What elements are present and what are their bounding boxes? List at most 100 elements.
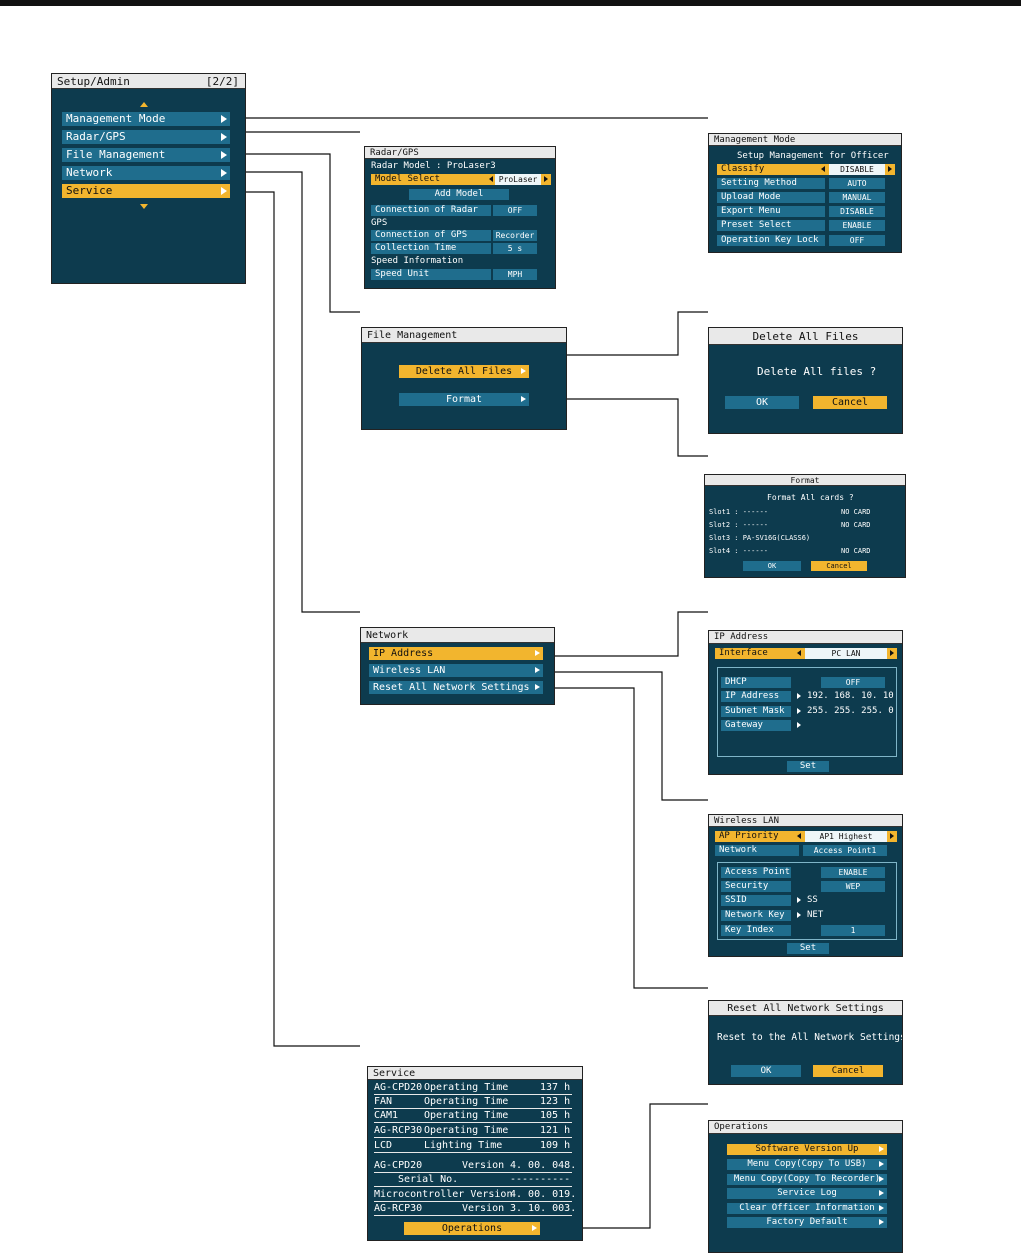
ok-button[interactable]: OK [743,561,801,571]
scroll-down-icon[interactable] [140,204,148,209]
dialog-title: Delete All Files [709,328,902,345]
svc-row-a: AG-RCP30 [374,1125,423,1136]
arrow-right-icon [797,708,801,714]
mgmt-value-export-menu: DISABLE [829,206,885,217]
ok-button[interactable]: OK [731,1065,801,1077]
mgmt-value-classify: DISABLE [829,164,885,175]
add-model-button[interactable]: Add Model [409,189,509,200]
network-label[interactable]: Network [715,845,799,856]
mgmt-row-operation-key-lock[interactable]: Operation Key Lock [717,235,825,246]
chevron-right-icon [221,151,227,159]
mgmt-row-setting-method[interactable]: Setting Method [717,178,825,189]
menu-copy-recorder-button[interactable]: Menu Copy(Copy To Recorder) [727,1174,887,1185]
software-version-up-button[interactable]: Software Version Up [727,1144,887,1155]
line-network [230,171,360,613]
ssid-label[interactable]: SSID [721,895,791,906]
svc-row-value: 123 h [540,1096,571,1107]
arrow-right-icon[interactable] [541,174,550,185]
scroll-up-icon[interactable] [140,102,148,107]
format-dialog: Format Format All cards ? Slot1 : ------… [704,474,906,578]
micro-version-label: Microcontroller Version [374,1189,513,1200]
delete-all-files-dialog: Delete All Files Delete All files ? OK C… [708,327,903,434]
menu-ip-address[interactable]: IP Address [369,647,543,660]
dialog-title: Reset All Network Settings [709,1001,902,1016]
slot3-label: Slot3 : PA-SV16G(CLASS6) [709,534,811,542]
arrow-left-icon[interactable] [797,650,801,656]
model-select-row[interactable]: Model Select [371,174,551,185]
mgmt-row-preset-select[interactable]: Preset Select [717,220,825,231]
cancel-button[interactable]: Cancel [811,561,867,571]
gps-heading: GPS [371,218,388,228]
svc-row-value: 121 h [540,1125,571,1136]
set-button[interactable]: Set [787,943,829,954]
underline [374,1186,572,1187]
connection-of-radar-label[interactable]: Connection of Radar [371,205,491,216]
connection-of-radar-value: OFF [493,205,537,216]
mgmt-value-operation-key-lock: OFF [829,235,885,246]
operations-button[interactable]: Operations [404,1222,540,1235]
svc-row-value: 105 h [540,1110,571,1121]
arrow-left-icon[interactable] [489,176,493,182]
arrow-right-icon[interactable] [887,648,896,659]
gateway-label[interactable]: Gateway [721,720,791,731]
format-confirm-message: Format All cards ? [767,493,854,502]
panel-title: Operations [709,1121,902,1134]
arrow-right-icon[interactable] [887,831,896,842]
menu-radar-gps[interactable]: Radar/GPS [62,130,230,144]
cancel-button[interactable]: Cancel [813,396,887,409]
menu-wireless-lan[interactable]: Wireless LAN [369,664,543,677]
connection-of-gps-value: Recorder [493,230,537,241]
speed-info-heading: Speed Information [371,256,464,266]
arrow-right-icon [797,912,801,918]
delete-all-files-button[interactable]: Delete All Files [399,365,529,378]
line-reset-network [555,687,708,989]
menu-reset-all-network-settings[interactable]: Reset All Network Settings [369,681,543,694]
access-point-label[interactable]: Access Point [721,867,791,878]
cancel-button[interactable]: Cancel [813,1065,883,1077]
chevron-right-icon [879,1161,884,1167]
arrow-left-icon[interactable] [797,833,801,839]
arrow-left-icon[interactable] [821,166,825,172]
cpd-version-word: Version [462,1160,505,1171]
line-format [567,398,708,457]
security-label[interactable]: Security [721,881,791,892]
speed-unit-value: MPH [493,269,537,280]
setup-management-subtitle: Setup Management for Officer [737,151,889,161]
line-ip-address [555,611,708,657]
menu-copy-usb-button[interactable]: Menu Copy(Copy To USB) [727,1159,887,1170]
ip-address-value: 192. 168. 10. 10 [807,691,894,701]
arrow-right-icon [797,722,801,728]
mgmt-row-classify[interactable]: Classify [717,164,895,175]
management-mode-panel: Management Mode Setup Management for Off… [708,133,902,253]
arrow-right-icon[interactable] [885,164,894,175]
clear-officer-info-button[interactable]: Clear Officer Information [727,1203,887,1214]
network-key-label[interactable]: Network Key [721,910,791,921]
menu-service[interactable]: Service [62,184,230,198]
wireless-lan-panel: Wireless LAN AP Priority AP1 Highest Net… [708,814,903,957]
mgmt-row-upload-mode[interactable]: Upload Mode [717,192,825,203]
dhcp-label[interactable]: DHCP [721,677,791,688]
interface-value: PC LAN [805,648,887,659]
key-index-label[interactable]: Key Index [721,925,791,936]
factory-default-button[interactable]: Factory Default [727,1217,887,1228]
ip-address-panel: IP Address Interface PC LAN DHCP OFF IP … [708,630,903,775]
menu-file-management[interactable]: File Management [62,148,230,162]
service-log-button[interactable]: Service Log [727,1188,887,1199]
format-button[interactable]: Format [399,393,529,406]
svc-row-b: Operating Time [424,1110,509,1121]
collection-time-label[interactable]: Collection Time [371,243,491,254]
subnet-mask-label[interactable]: Subnet Mask [721,706,791,717]
dialog-title: Format [705,475,905,486]
line-wireless-lan [555,671,708,801]
menu-network[interactable]: Network [62,166,230,180]
underline [374,1172,572,1173]
ip-address-label[interactable]: IP Address [721,691,791,702]
cpd-version-value: 4. 00. 048. 1 [510,1160,583,1171]
menu-management-mode[interactable]: Management Mode [62,112,230,126]
set-button[interactable]: Set [787,761,829,772]
ok-button[interactable]: OK [725,396,799,409]
slot2-status: NO CARD [841,521,871,529]
mgmt-row-export-menu[interactable]: Export Menu [717,206,825,217]
connection-of-gps-label[interactable]: Connection of GPS [371,230,491,241]
speed-unit-label[interactable]: Speed Unit [371,269,491,280]
